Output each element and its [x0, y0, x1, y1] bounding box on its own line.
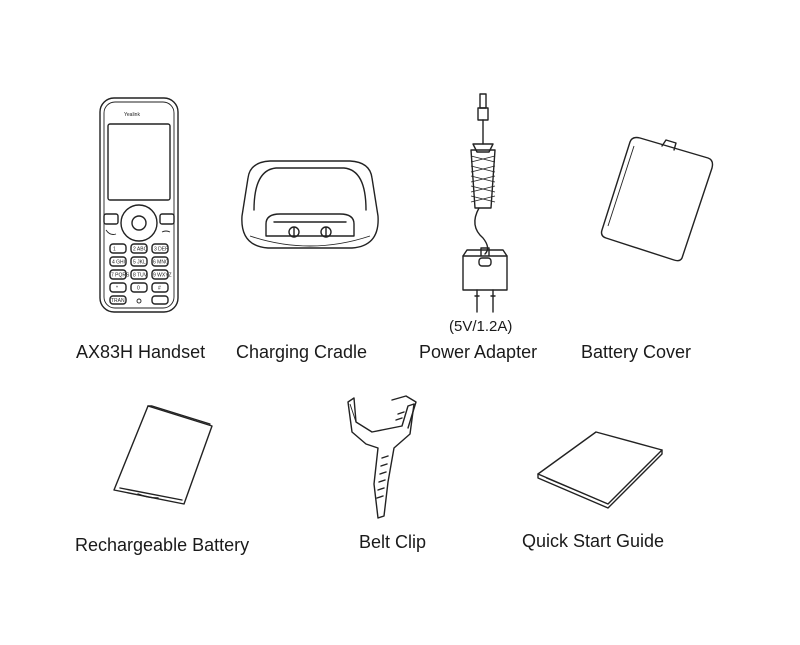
- battery-cover-label: Battery Cover: [581, 342, 692, 362]
- svg-text:2 ABC: 2 ABC: [133, 247, 148, 253]
- svg-text:0: 0: [137, 286, 140, 292]
- svg-text:8 TUV: 8 TUV: [133, 273, 148, 279]
- svg-text:4 GHI: 4 GHI: [112, 260, 125, 266]
- svg-text:#: #: [158, 286, 161, 292]
- svg-text:7 PQRS: 7 PQRS: [111, 273, 130, 279]
- battery-label: Rechargeable Battery: [75, 535, 250, 555]
- svg-text:*: *: [116, 286, 118, 292]
- handset-label: AX83H Handset: [76, 342, 206, 362]
- cradle-illustration: [240, 158, 380, 258]
- svg-text:3 DEF: 3 DEF: [154, 247, 168, 253]
- guide-label: Quick Start Guide: [522, 531, 665, 551]
- adapter-label: Power Adapter: [419, 342, 538, 362]
- belt-clip-illustration: [342, 392, 424, 520]
- battery-illustration: [108, 404, 212, 506]
- cradle-label: Charging Cradle: [236, 342, 368, 362]
- handset-illustration: Yealink 1 2 ABC 3 DEF 4 GHI 5 JK: [96, 96, 182, 314]
- handset-brand-text: Yealink: [124, 112, 140, 118]
- svg-text:5 JKL: 5 JKL: [133, 260, 146, 266]
- svg-text:1: 1: [113, 247, 116, 253]
- svg-text:TRAN: TRAN: [111, 298, 125, 304]
- svg-text:9 WXYZ: 9 WXYZ: [153, 273, 172, 279]
- keypad: 1 2 ABC 3 DEF 4 GHI 5 JKL 6 MNO 7 PQRS 8…: [110, 244, 172, 304]
- svg-text:6 MNO: 6 MNO: [153, 260, 169, 266]
- adapter-illustration: [455, 90, 515, 315]
- battery-cover-illustration: [596, 134, 716, 264]
- belt-clip-label: Belt Clip: [359, 532, 427, 552]
- guide-illustration: [536, 430, 664, 510]
- adapter-spec: (5V/1.2A): [449, 318, 513, 335]
